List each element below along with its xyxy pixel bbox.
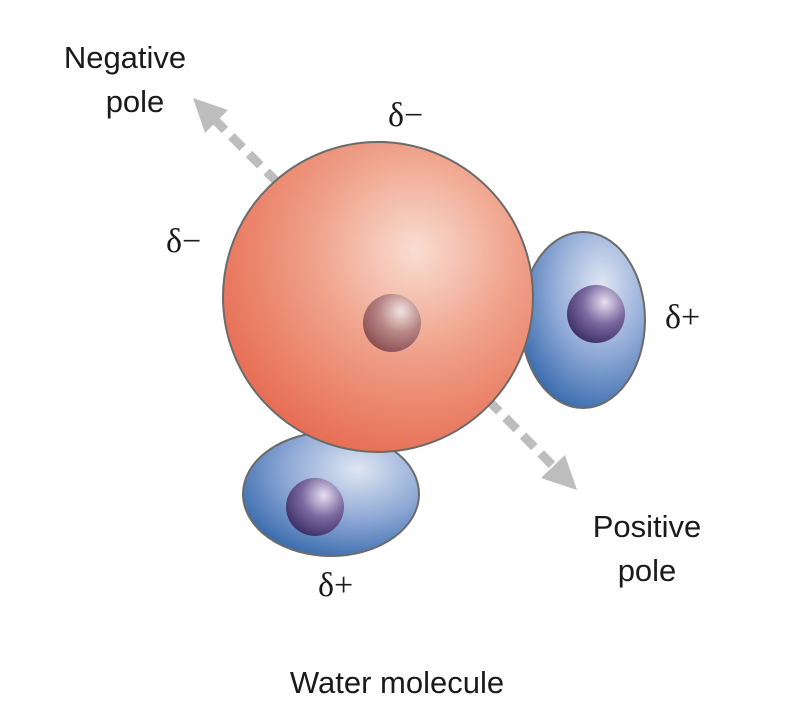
negative-pole-line1: Negative <box>63 40 187 75</box>
positive-pole-arrow <box>484 396 577 490</box>
negative-pole-line2: pole <box>105 84 165 119</box>
hydrogen-nucleus-right <box>567 285 625 343</box>
charge-bottom: δ+ <box>318 567 354 604</box>
caption: Water molecule <box>289 665 505 700</box>
negative-pole-arrow <box>193 98 282 187</box>
hydrogen-nucleus-bottom <box>286 478 344 536</box>
oxygen-atom <box>222 141 534 453</box>
charge-right: δ+ <box>665 299 701 336</box>
oxygen-nucleus <box>363 294 421 352</box>
positive-pole-line1: Positive <box>592 509 702 544</box>
charge-top: δ− <box>388 97 424 134</box>
positive-pole-line2: pole <box>617 553 677 588</box>
negative-pole-label: Negative pole <box>40 36 210 124</box>
charge-left: δ− <box>166 223 202 260</box>
positive-pole-label: Positive pole <box>562 505 732 593</box>
